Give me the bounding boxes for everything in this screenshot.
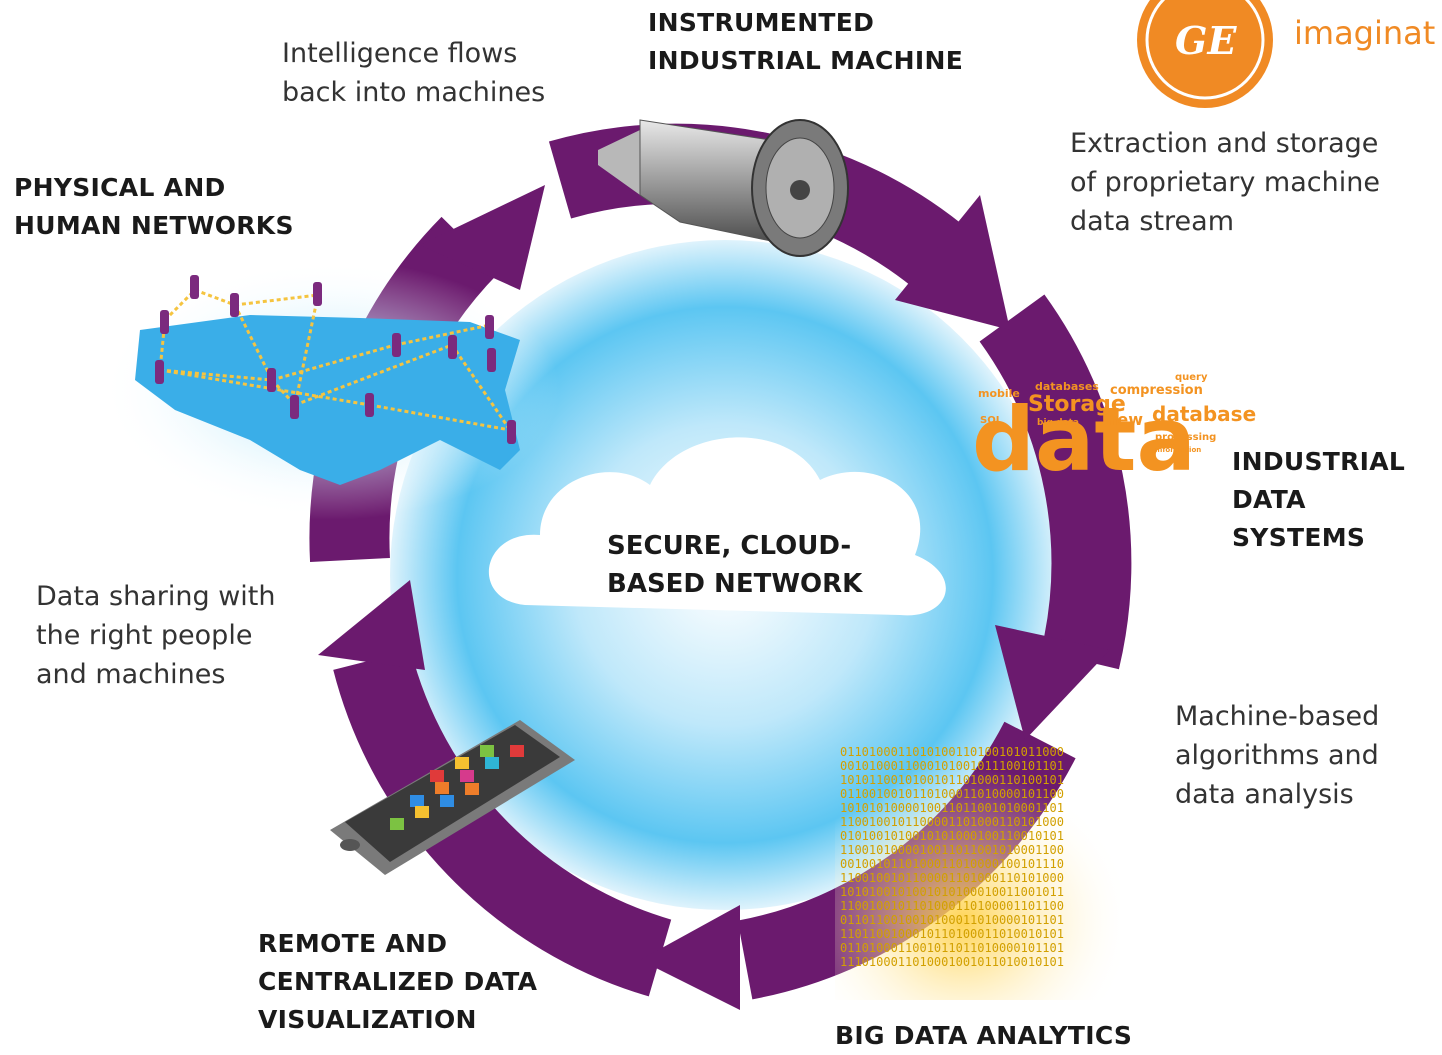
cloud-shape [488,437,946,616]
binary-row: 0101001010010101000100110010101 [840,829,1064,843]
label-analytics-line-1: BIG DATA ANALYTICS [835,1021,1133,1050]
binary-row: 1101100100010110100011010010101 [840,927,1064,941]
caption-data-sharing: Data sharing with the right people and m… [36,577,276,694]
caption-sharing-line-3: and machines [36,659,226,690]
binary-row: 0110100011010100110100101011000 [840,745,1064,759]
jet-engine-illustration [598,119,849,257]
caption-extraction-storage: Extraction and storage of proprietary ma… [1070,124,1380,241]
binary-row: 0110100011001011011010000101101 [840,941,1064,955]
wordcloud-data: data [972,388,1196,491]
label-networks-line-1: PHYSICAL AND [14,173,226,202]
wordcloud-big-data: big data [1037,418,1079,428]
wordcloud-new: new [1106,410,1144,429]
ring-arrowheads [318,185,1110,1010]
wordcloud-compression: compression [1110,383,1203,398]
center-title: SECURE, CLOUD- BASED NETWORK [607,527,862,603]
wordcloud-processing: processing [1155,432,1217,443]
wordcloud-information: information [1155,446,1202,454]
caption-sharing-line-2: the right people [36,620,253,651]
label-remote-visualization: REMOTE AND CENTRALIZED DATA VISUALIZATIO… [258,925,537,1039]
arrowhead-2 [995,625,1110,740]
binary-row: 0110110010010100011010000101101 [840,913,1064,927]
logo-tagline: imaginat [1294,14,1436,52]
label-machine-line-2: INDUSTRIAL MACHINE [648,46,964,75]
binary-row: 0010010110100011010000100101110 [840,857,1064,871]
label-visualization-line-3: VISUALIZATION [258,1005,477,1034]
caption-intelligence-line-1: Intelligence flows [282,38,518,69]
binary-row: 1010101000010011011001010001101 [840,801,1064,815]
caption-sharing-line-1: Data sharing with [36,581,276,612]
caption-algorithms-line-3: data analysis [1175,779,1354,810]
ge-logo [1137,0,1273,108]
caption-algorithms-line-2: algorithms and [1175,740,1379,771]
us-map [135,315,520,485]
network-links [158,288,512,432]
caption-machine-algorithms: Machine-based algorithms and data analys… [1175,697,1379,814]
binary-row: 1100100101101000110100001101100 [840,899,1064,913]
label-data-systems-line-2: DATA SYSTEMS [1232,485,1366,552]
binary-row: 1010110010100101101000110100101 [840,773,1064,787]
wordcloud-databases: databases [1035,380,1099,393]
wordcloud-sql: SQL [980,415,1003,426]
caption-algorithms-line-1: Machine-based [1175,701,1380,732]
binary-row: 1010100101001010100010011001011 [840,885,1064,899]
label-visualization-line-1: REMOTE AND [258,929,448,958]
label-networks-line-2: HUMAN NETWORKS [14,211,294,240]
label-physical-human-networks: PHYSICAL AND HUMAN NETWORKS [14,169,294,245]
ring-segment-2 [979,294,1132,670]
caption-extraction-line-1: Extraction and storage [1070,128,1379,159]
app-icons [390,745,524,830]
arrowhead-1 [895,195,1010,330]
wordcloud-query: query [1175,372,1208,383]
binary-row: 1100100101100001101000110101000 [840,871,1064,885]
center-title-line-2: BASED NETWORK [607,569,863,599]
binary-row: 1100100101100001101000110101000 [840,815,1064,829]
label-instrumented-machine: INSTRUMENTED INDUSTRIAL MACHINE [648,4,963,80]
arrowhead-4 [318,580,425,670]
wordcloud-database: database [1152,402,1257,426]
caption-extraction-line-3: data stream [1070,206,1235,237]
center-title-line-1: SECURE, CLOUD- [607,531,852,561]
people-figures [155,275,516,444]
wordcloud-mobile: mobile [978,387,1020,400]
label-industrial-data-systems: INDUSTRIAL DATA SYSTEMS [1232,443,1442,557]
wordcloud-storage: Storage [1028,392,1126,417]
caption-intelligence-flows: Intelligence flows back into machines [282,34,545,112]
ring-segment-4 [333,649,672,997]
binary-row: 0110010010110100011010000101100 [840,787,1064,801]
label-big-data-analytics: BIG DATA ANALYTICS [835,1017,1132,1055]
binary-glow [835,740,1120,1000]
caption-extraction-line-2: of proprietary machine [1070,167,1380,198]
label-visualization-line-2: CENTRALIZED DATA [258,967,538,996]
label-data-systems-line-1: INDUSTRIAL [1232,447,1406,476]
ge-monogram: GE [1175,18,1237,63]
smartphone-illustration [330,720,575,875]
binary-row: 0010100011000101001011100101101 [840,759,1064,773]
binary-row: 1110100011010001001011010010101 [840,955,1064,969]
caption-intelligence-line-2: back into machines [282,77,546,108]
arrowhead-3 [640,905,740,1010]
arrowhead-5 [420,185,545,290]
label-machine-line-1: INSTRUMENTED [648,8,875,37]
binary-row: 1100101000010011011001010001100 [840,843,1064,857]
